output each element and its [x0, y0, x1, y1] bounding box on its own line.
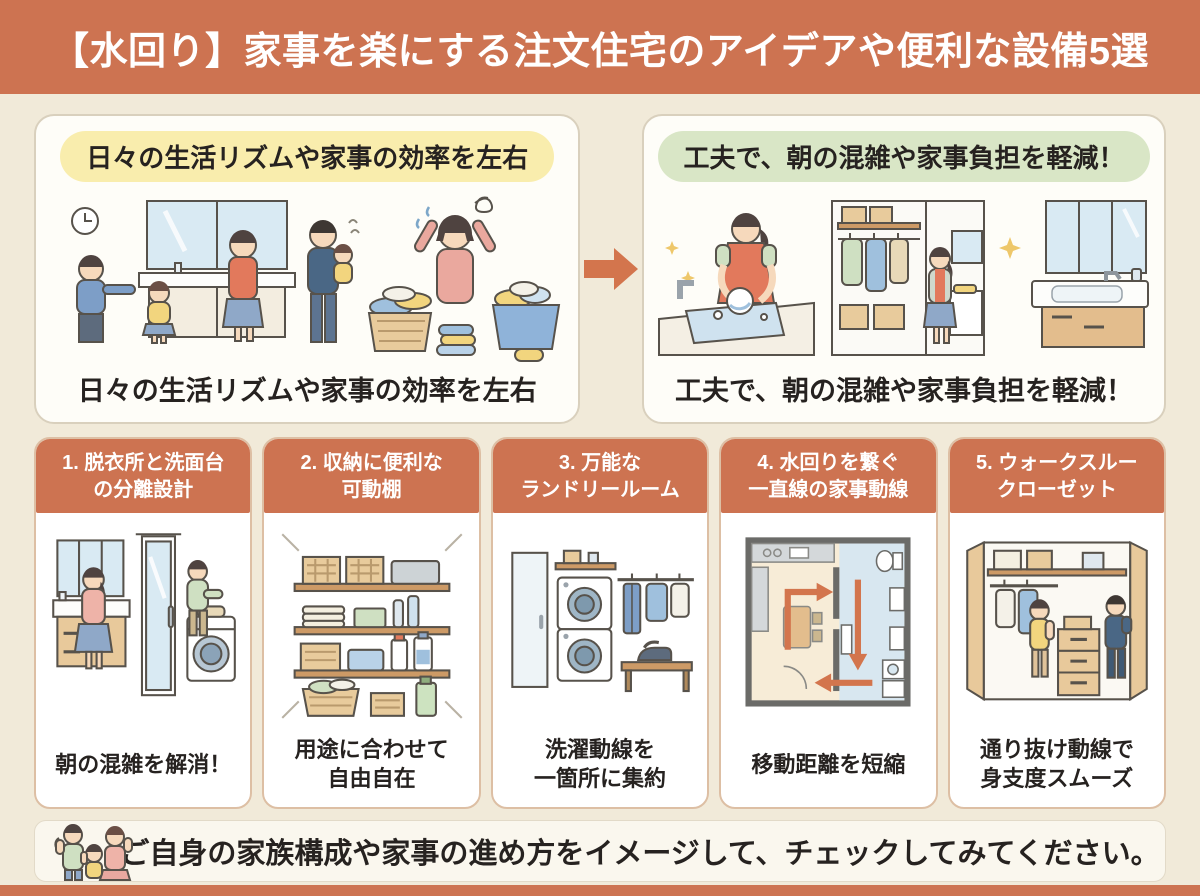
wall-clock-icon	[71, 206, 100, 235]
card-illustration	[721, 513, 935, 731]
card-title-line2: 一直線の家事動線	[748, 479, 909, 501]
busy-morning-illustration	[71, 196, 561, 362]
person-father-baby	[307, 218, 361, 343]
card-caption: 洗濯動線を 一箇所に集約	[493, 731, 707, 807]
dishwashing-scene	[658, 212, 815, 356]
before-caption: 日々の生活リズムや家事の効率を左右	[77, 376, 537, 406]
family-mother	[98, 826, 133, 881]
card-title-line1: 1. 脱衣所と洗面台	[62, 452, 225, 474]
laundry-pile	[436, 323, 477, 356]
card-title: 3. 万能な ランドリールーム	[492, 439, 708, 513]
card-caption-line1: 朝の混雑を解消！	[55, 751, 232, 777]
closet-scene	[831, 199, 985, 356]
laundry-tub	[492, 280, 561, 362]
right-arrow-icon	[584, 248, 639, 290]
arrow-box	[580, 114, 642, 424]
card-caption: 用途に合わせて 自由自在	[264, 731, 478, 807]
card-illustration	[493, 513, 707, 731]
card-caption-line2: 一箇所に集約	[534, 766, 667, 791]
detergent-shelf	[299, 631, 433, 672]
card-title-line1: 2. 収納に便利な	[300, 452, 443, 474]
card-illustration	[950, 513, 1164, 731]
footer-message: ご自身の家族構成や家事の進め方をイメージして、チェックしてみてください。	[120, 838, 1160, 870]
person-at-washer	[186, 560, 224, 637]
hanging-rod-clothes	[617, 573, 694, 635]
content: 日々の生活リズムや家事の効率を左右	[0, 114, 1200, 882]
woven-baskets-top	[301, 555, 440, 585]
after-illustration	[654, 186, 1154, 369]
person-child	[141, 280, 177, 344]
card-title: 5. ウォークスルー クローゼット	[949, 439, 1165, 513]
walkthrough-closet-illustration	[966, 540, 1148, 702]
towel-stack-shelf	[301, 595, 420, 629]
card-title-line1: 4. 水回りを繋ぐ	[757, 452, 900, 474]
card-title: 1. 脱衣所と洗面台 の分離設計	[36, 439, 251, 513]
cards-row: 1. 脱衣所と洗面台 の分離設計	[34, 437, 1167, 809]
bottom-accent-strip	[0, 885, 1200, 896]
card-separate-washroom: 1. 脱衣所と洗面台 の分離設計	[34, 437, 253, 809]
person-stressed-mother	[414, 196, 497, 304]
card-walkthrough-closet: 5. ウォークスルー クローゼット	[947, 437, 1167, 809]
shelving-illustration	[281, 533, 463, 719]
person-at-vanity	[73, 567, 114, 670]
before-badge: 日々の生活リズムや家事の効率を左右	[60, 131, 555, 182]
ironing-counter	[620, 640, 693, 693]
washroom-mirror	[146, 199, 289, 270]
laundry-room-illustration	[511, 549, 694, 693]
card-adjustable-shelves: 2. 収納に便利な 可動棚	[262, 437, 481, 809]
card-caption-line1: 用途に合わせて	[294, 737, 449, 763]
card-title-line1: 3. 万能な	[558, 452, 642, 474]
floor-plan-illustration	[745, 537, 911, 707]
card-caption: 移動距離を短縮	[721, 731, 935, 807]
card-caption-line1: 洗濯動線を	[545, 737, 656, 763]
card-caption-line2: 自由自在	[327, 766, 416, 791]
person-man	[1104, 595, 1133, 679]
card-caption-line1: 移動距離を短縮	[751, 751, 906, 777]
family-icon	[51, 822, 141, 887]
person-father	[76, 254, 137, 343]
card-title: 4. 水回りを繋ぐ 一直線の家事動線	[721, 439, 936, 513]
header-band: 【水回り】家事を楽にする注文住宅のアイデアや便利な設備5選	[0, 0, 1200, 94]
flow-arrows	[785, 579, 873, 693]
after-caption: 工夫で、朝の混雑や家事負担を軽減！	[675, 376, 1133, 406]
drawer-unit	[1056, 615, 1101, 697]
card-illustration	[36, 513, 250, 731]
card-caption: 朝の混雑を解消！	[36, 731, 250, 807]
page-title: 【水回り】家事を楽にする注文住宅のアイデアや便利な設備5選	[50, 30, 1150, 73]
card-linear-flow-plan: 4. 水回りを繋ぐ 一直線の家事動線	[719, 437, 938, 809]
floor-baskets	[301, 675, 437, 717]
card-title-line2: ランドリールーム	[520, 479, 680, 501]
card-illustration	[264, 513, 478, 731]
card-title-line2: の分離設計	[93, 479, 194, 501]
card-title: 2. 収納に便利な 可動棚	[264, 439, 479, 513]
card-laundry-room: 3. 万能な ランドリールーム	[490, 437, 710, 809]
before-panel: 日々の生活リズムや家事の効率を左右	[34, 114, 581, 424]
shelf-above-machines	[554, 549, 617, 571]
easy-housework-illustration	[658, 199, 1149, 356]
clean-vanity-scene	[999, 199, 1149, 348]
before-illustration	[46, 186, 568, 369]
card-title-line2: クローゼット	[996, 479, 1117, 501]
separate-washroom-illustration	[52, 533, 237, 697]
sliding-door	[135, 533, 182, 697]
card-title-line1: 5. ウォークスルー	[976, 452, 1138, 474]
stacked-washer-dryer	[556, 576, 613, 682]
card-caption-line1: 通り抜け動線で	[979, 737, 1134, 763]
before-after-row: 日々の生活リズムや家事の効率を左右	[34, 114, 1166, 424]
after-badge: 工夫で、朝の混雑や家事負担を軽減！	[657, 131, 1151, 182]
person-woman	[1028, 599, 1055, 678]
laundry-basket	[368, 285, 433, 352]
card-caption-line2: 身支度スムーズ	[980, 766, 1134, 791]
family-child	[80, 844, 103, 879]
family-icon-svg	[54, 824, 133, 881]
footer-bar: ご自身の家族構成や家事の進め方をイメージして、チェックしてみてください。	[34, 820, 1166, 882]
person-mother	[222, 229, 265, 342]
family-father	[54, 824, 84, 881]
after-panel: 工夫で、朝の混雑や家事負担を軽減！	[642, 114, 1166, 424]
card-caption: 通り抜け動線で 身支度スムーズ	[950, 731, 1164, 807]
door	[511, 551, 549, 688]
card-title-line2: 可動棚	[341, 479, 402, 501]
